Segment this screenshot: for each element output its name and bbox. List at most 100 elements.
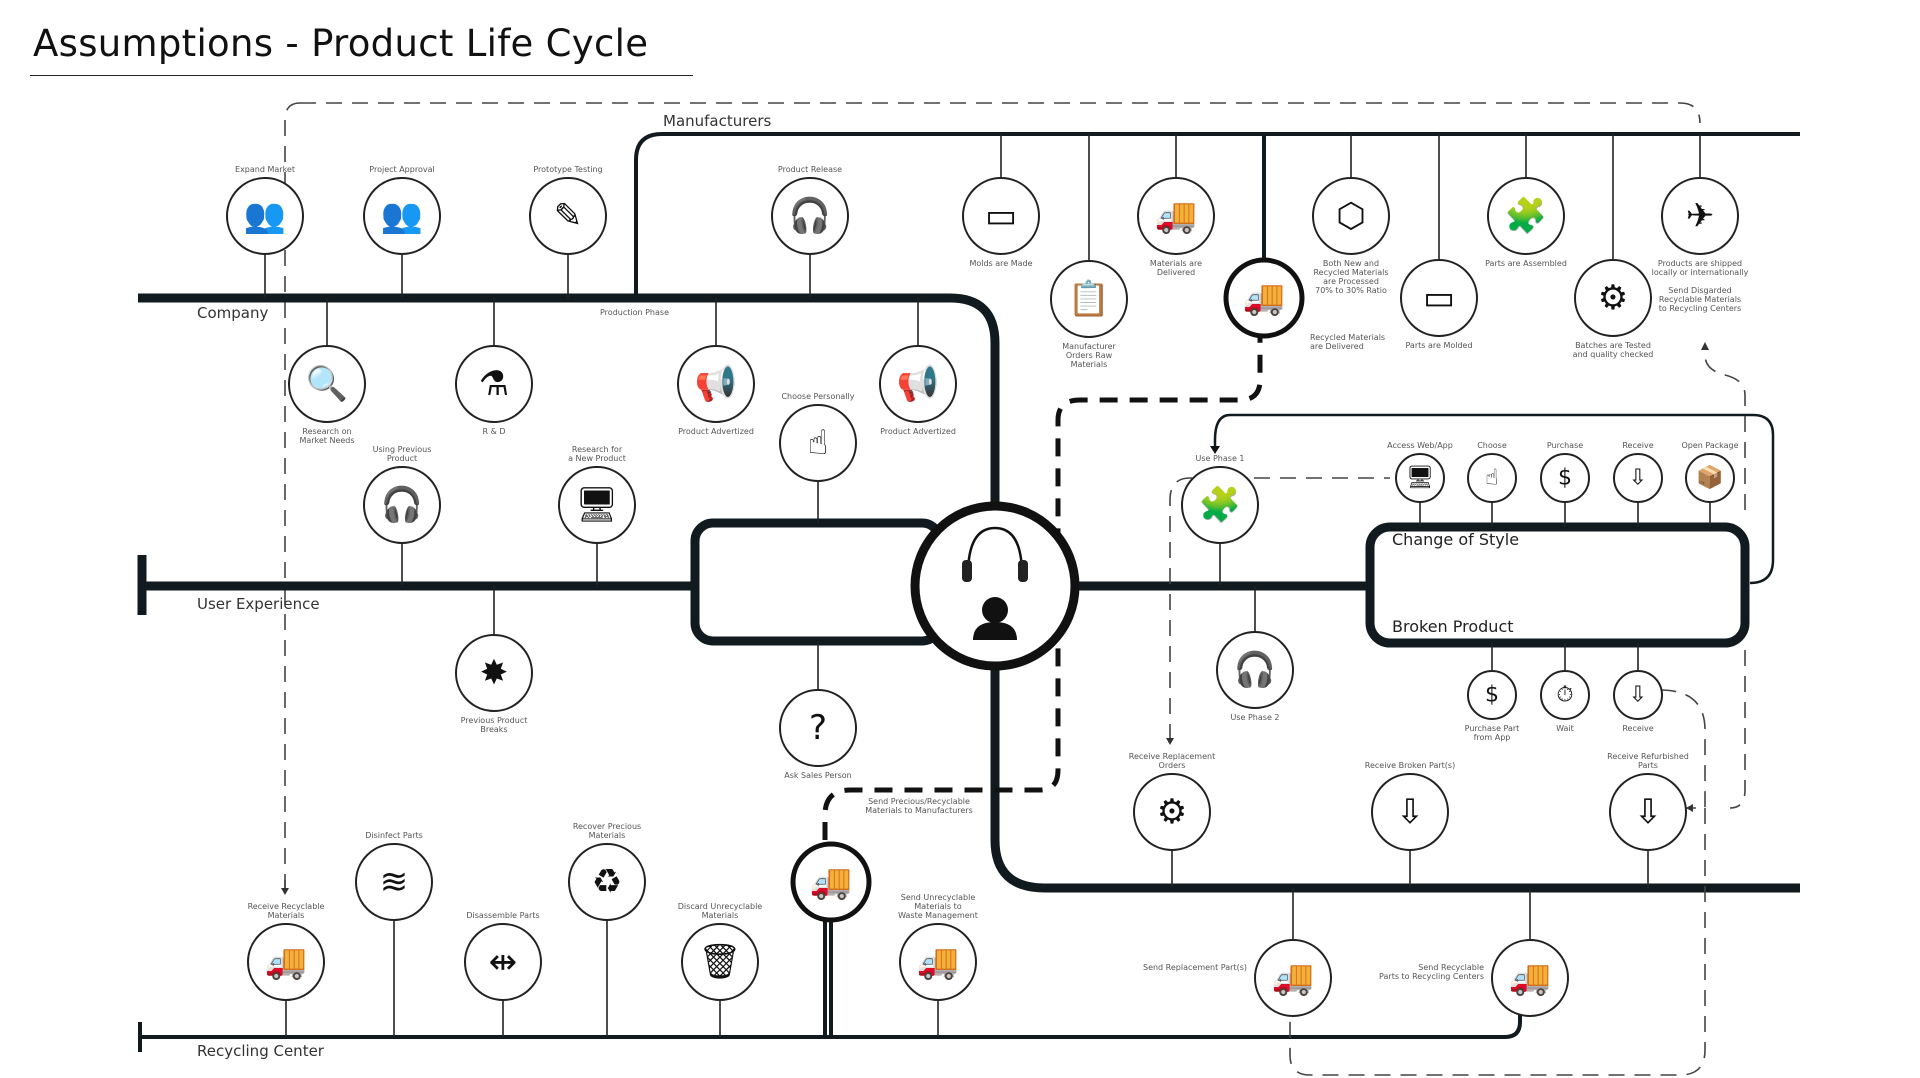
lane-label-user-experience: User Experience xyxy=(197,595,320,613)
lane-label-company: Company xyxy=(197,304,268,322)
node-parts-molded[interactable]: ▭Parts are Molded xyxy=(1400,259,1478,350)
person-question-icon: ? xyxy=(809,708,827,748)
node-prototype-testing[interactable]: ✎Prototype Testing xyxy=(529,165,607,255)
use-phase-dashed-link xyxy=(1169,477,1390,740)
node-choose-personally[interactable]: ☝Choose Personally xyxy=(779,392,857,482)
node-circle xyxy=(879,345,957,423)
node-disassemble-parts[interactable]: ⇹Disassemble Parts xyxy=(464,911,542,1001)
truck-icon: 🚚 xyxy=(1155,196,1197,236)
recycling-truck-icon: 🚚 xyxy=(265,942,307,982)
node-disinfect-parts[interactable]: ≋Disinfect Parts xyxy=(355,831,433,921)
monitor-icon: 🖥 xyxy=(1406,466,1434,491)
node-expand-market[interactable]: 👥Expand Market xyxy=(226,165,304,255)
head-headphones-icon: 🎧 xyxy=(1234,650,1276,690)
node-circle xyxy=(771,177,849,255)
node-product-advertized-1[interactable]: 📢Product Advertized xyxy=(677,345,755,436)
node-circle xyxy=(1133,773,1211,851)
title-underline xyxy=(30,75,693,76)
hand-pointer-icon: ☝ xyxy=(808,423,829,463)
node-receive-top[interactable]: ⇩Receive xyxy=(1613,441,1663,503)
node-circle xyxy=(1609,773,1687,851)
node-send-replacement-parts[interactable]: 🚚Send Replacement Part(s) xyxy=(1143,939,1332,1017)
node-use-phase-2[interactable]: 🎧Use Phase 2 xyxy=(1216,631,1294,722)
outer-dashed-loop xyxy=(284,102,1701,890)
node-label: Receive xyxy=(1622,724,1653,733)
node-circle xyxy=(558,466,636,544)
node-circle xyxy=(529,177,607,255)
receive-hand-icon: ⇩ xyxy=(1396,792,1425,832)
node-project-approval[interactable]: 👥Project Approval xyxy=(363,165,441,255)
node-circle xyxy=(1371,773,1449,851)
node-receive-broken-parts[interactable]: ⇩ Receive Broken Part(s) xyxy=(1365,761,1455,851)
node-label: Ask Sales Person xyxy=(784,771,852,780)
node-circle xyxy=(464,923,542,1001)
head-headphones-icon: 🎧 xyxy=(381,485,423,525)
receive-hand-icon: ⇩ xyxy=(1629,683,1647,708)
node-product-advertized-2[interactable]: 📢Product Advertized xyxy=(879,345,957,436)
node-open-package[interactable]: 📦Open Package xyxy=(1681,441,1739,503)
company-lane-line xyxy=(138,293,1000,520)
node-receive-bottom[interactable]: ⇩ Receive xyxy=(1613,670,1663,733)
node-molds-made[interactable]: ▭Molds are Made xyxy=(962,177,1040,268)
center-hub[interactable] xyxy=(910,501,1080,671)
node-wait[interactable]: ⏱Wait xyxy=(1540,670,1590,733)
node-circle xyxy=(1661,177,1739,255)
node-r-and-d[interactable]: ⚗R & D xyxy=(455,345,533,436)
node-circle xyxy=(1574,259,1652,337)
node-parts-assembled[interactable]: 🧩Parts are Assembled xyxy=(1485,177,1567,268)
node-label: Product Release xyxy=(778,165,842,174)
trash-can-icon: 🗑 xyxy=(698,942,741,982)
shapes-icon: ⬡ xyxy=(1336,196,1366,236)
user-experience-box xyxy=(690,518,945,646)
arrow-head xyxy=(1210,446,1220,454)
node-label: Use Phase 1 xyxy=(1195,454,1244,463)
node-use-phase-1[interactable]: 🧩Use Phase 1 xyxy=(1181,454,1259,544)
node-purchase[interactable]: $Purchase xyxy=(1540,441,1590,503)
node-circle xyxy=(1685,453,1735,503)
drafting-tools-icon: ✎ xyxy=(554,196,583,236)
manufacturers-lane-line xyxy=(634,132,1800,298)
node-ask-sales-person[interactable]: ? Ask Sales Person xyxy=(779,689,857,780)
node-label: Choose xyxy=(1477,441,1507,450)
change-broken-box xyxy=(1365,522,1750,648)
coin-hand-icon: $ xyxy=(1558,466,1572,491)
node-circle xyxy=(1491,939,1569,1017)
node-circle xyxy=(455,634,533,712)
node-circle xyxy=(288,345,366,423)
lane-label-recycling-center: Recycling Center xyxy=(197,1042,325,1060)
node-access-web-app[interactable]: 🖥Access Web/App xyxy=(1387,441,1453,503)
right-dashed-return xyxy=(1289,650,1746,1076)
node-label: Receive Broken Part(s) xyxy=(1365,761,1455,770)
node-product-release[interactable]: 🎧Product Release xyxy=(771,165,849,255)
node-circle xyxy=(1613,670,1663,720)
node-choose[interactable]: ☝Choose xyxy=(1467,441,1517,503)
